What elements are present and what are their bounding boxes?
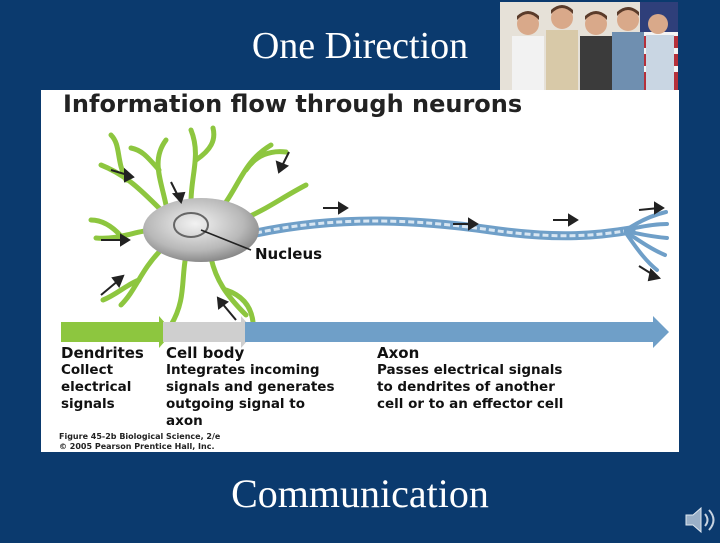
nucleus-shape xyxy=(173,212,209,238)
dendrites-body: Collect electrical signals xyxy=(61,362,132,412)
slide-title: One Direction xyxy=(251,25,469,67)
band-photo xyxy=(500,2,678,90)
cell-body-heading: Cell body xyxy=(166,344,245,362)
axon-body: Passes electrical signals to dendrites o… xyxy=(377,362,564,412)
axon-description: Axon Passes electrical signals to dendri… xyxy=(377,344,563,413)
neuron-figure: Information flow through neurons xyxy=(41,90,679,452)
cell-body-description: Cell body Integrates incoming signals an… xyxy=(166,344,335,430)
axon-arrow xyxy=(245,316,669,348)
cell-body-arrow xyxy=(163,316,255,348)
axon-terminals xyxy=(624,210,669,272)
figure-caption-line2: © 2005 Pearson Prentice Hall, Inc. xyxy=(59,442,215,451)
dendrites xyxy=(88,125,309,328)
cell-body-body: Integrates incoming signals and generate… xyxy=(166,362,335,429)
dendrites-description: Dendrites Collect electrical signals xyxy=(61,344,144,413)
speaker-icon[interactable] xyxy=(682,502,718,538)
dendrites-heading: Dendrites xyxy=(61,344,144,362)
axon-heading: Axon xyxy=(377,344,420,362)
figure-title: Information flow through neurons xyxy=(63,90,523,118)
band-photo-image xyxy=(500,2,678,90)
slide-subtitle: Communication xyxy=(231,471,489,516)
flow-arrows xyxy=(100,151,665,321)
figure-caption-line1: Figure 45-2b Biological Science, 2/e xyxy=(59,432,221,441)
nucleus-label: Nucleus xyxy=(255,245,323,263)
neuron-diagram xyxy=(61,125,669,348)
dendrites-arrow xyxy=(61,316,173,348)
